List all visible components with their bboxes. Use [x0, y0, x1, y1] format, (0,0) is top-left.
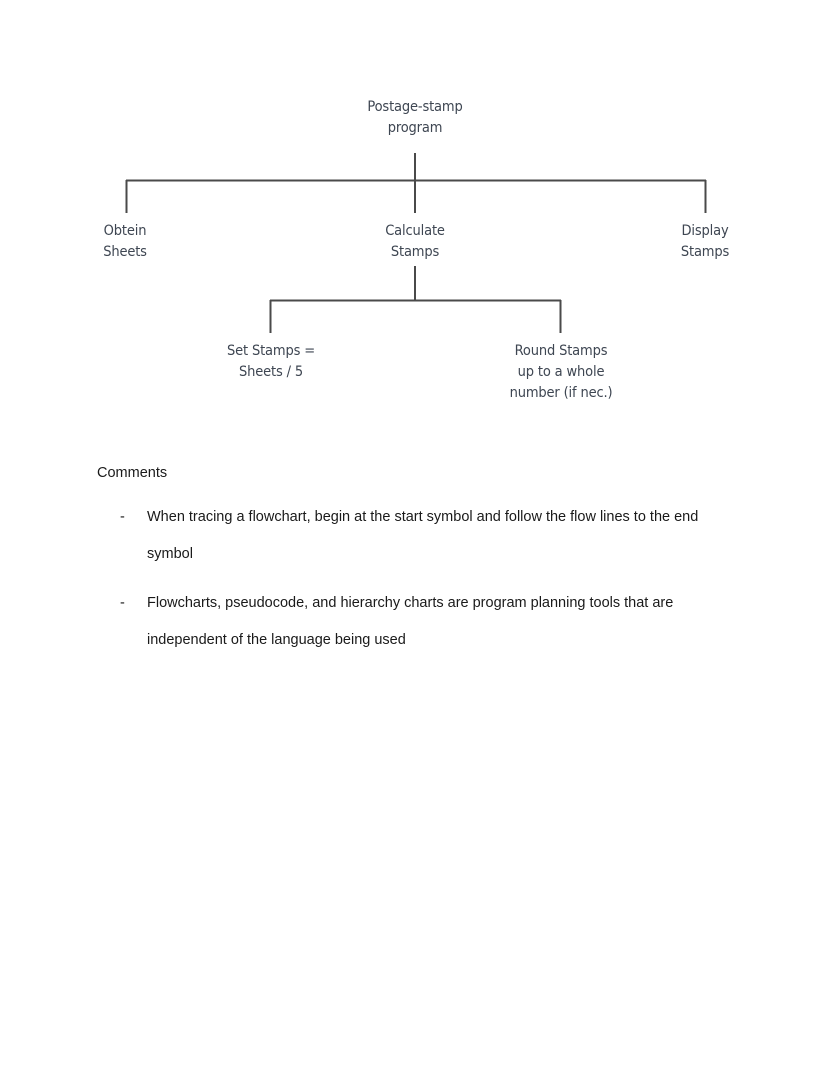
- chart-node-round-stamps-line-2: up to a whole: [517, 364, 605, 380]
- chart-node-display-stamps: Display Stamps: [645, 221, 765, 263]
- chart-node-obtein-sheets-line-1: Obtein: [103, 223, 147, 239]
- chart-node-set-stamps-line-2: Sheets / 5: [239, 364, 303, 380]
- chart-node-calculate-stamps-line-1: Calculate: [385, 223, 445, 239]
- comment-text: When tracing a flowchart, begin at the s…: [147, 509, 699, 562]
- chart-node-round-stamps-line-1: Round Stamps: [514, 343, 608, 359]
- chart-node-round-stamps-line-3: number (if nec.): [509, 385, 613, 401]
- chart-node-root-line-1: Postage-stamp: [367, 99, 463, 115]
- chart-node-calculate-stamps: Calculate Stamps: [355, 221, 475, 263]
- chart-node-round-stamps: Round Stamps up to a whole number (if ne…: [490, 341, 632, 404]
- chart-node-set-stamps: Set Stamps = Sheets / 5: [200, 341, 342, 383]
- list-item: - When tracing a flowchart, begin at the…: [0, 499, 828, 573]
- bullet-dash-icon: -: [120, 509, 125, 525]
- chart-node-obtein-sheets-line-2: Sheets: [103, 244, 147, 260]
- chart-node-set-stamps-line-1: Set Stamps =: [226, 343, 316, 359]
- list-item: - Flowcharts, pseudocode, and hierarchy …: [0, 585, 828, 659]
- chart-node-display-stamps-line-2: Stamps: [680, 244, 730, 260]
- hierarchy-chart-connectors: [125, 153, 707, 333]
- comments-list: - When tracing a flowchart, begin at the…: [0, 499, 828, 671]
- bullet-dash-icon: -: [120, 595, 125, 611]
- hierarchy-chart: Postage-stamp program Obtein Sheets Calc…: [0, 0, 828, 440]
- chart-node-calculate-stamps-line-2: Stamps: [390, 244, 440, 260]
- chart-node-root: Postage-stamp program: [315, 97, 515, 139]
- chart-node-root-line-2: program: [387, 120, 443, 136]
- chart-node-display-stamps-line-1: Display: [681, 223, 729, 239]
- chart-node-obtein-sheets: Obtein Sheets: [65, 221, 185, 263]
- comment-text: Flowcharts, pseudocode, and hierarchy ch…: [147, 595, 674, 648]
- comments-heading: Comments: [97, 465, 168, 481]
